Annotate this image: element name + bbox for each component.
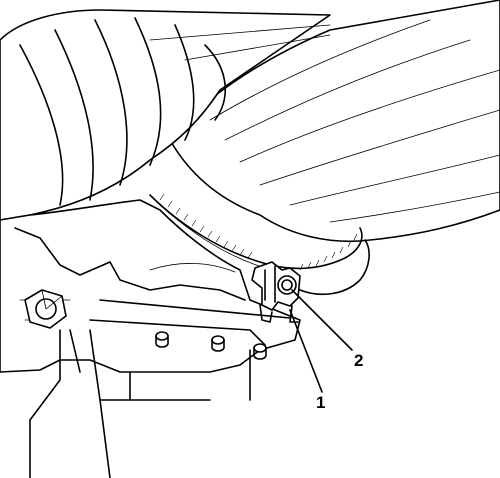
callout-1: 1 [316,393,325,412]
transmission-housing [169,0,500,243]
callout-2: 2 [354,351,363,370]
ring-gear [149,193,370,296]
leader-lines [289,289,353,393]
stud-bolts [155,331,267,360]
axle-boot [0,9,331,221]
engine-block [0,199,301,478]
hex-bolt [24,289,67,329]
